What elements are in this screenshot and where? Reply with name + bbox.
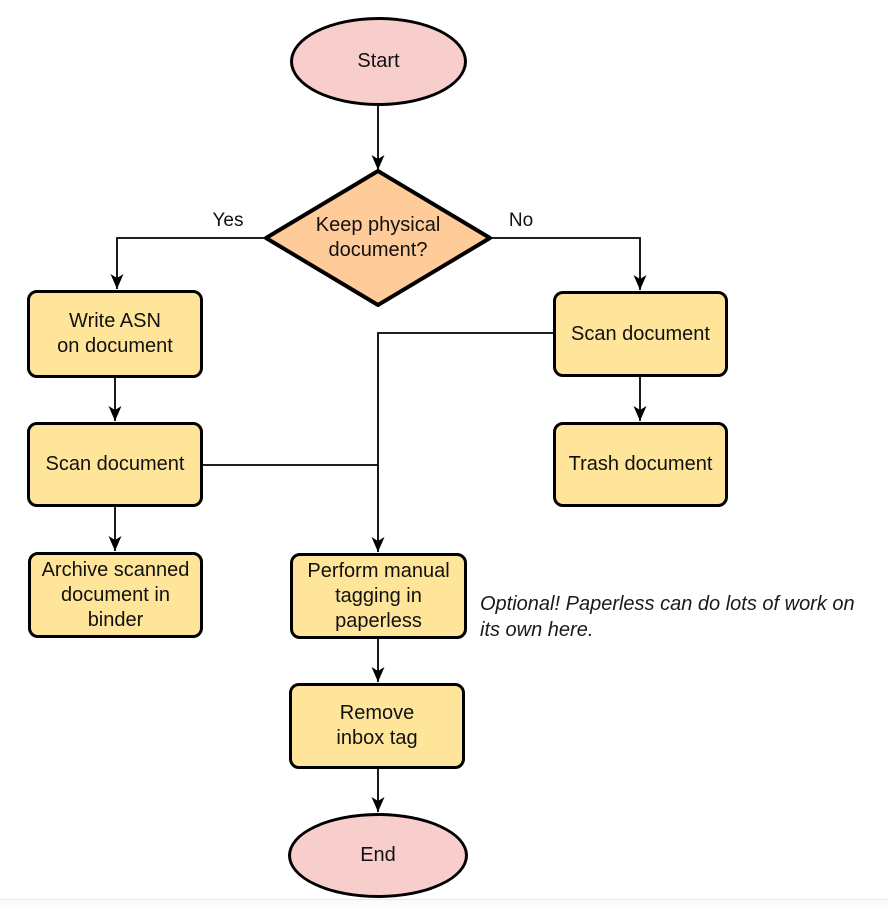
write-asn-label: Write ASN on document	[57, 310, 173, 357]
manual-tagging-node: Perform manual tagging in paperless	[290, 553, 467, 639]
start-node: Start	[290, 17, 467, 106]
scan-document-right-label: Scan document	[571, 322, 710, 345]
archive-label: Archive scanned document in binder	[41, 558, 190, 631]
scan-document-right-node: Scan document	[553, 291, 728, 377]
optional-annotation: Optional! Paperless can do lots of work …	[480, 593, 855, 641]
bottom-edge-strip	[0, 900, 888, 907]
start-label: Start	[357, 50, 400, 72]
archive-node: Archive scanned document in binder	[28, 552, 203, 638]
edge-scanright-to-tagging	[371, 332, 553, 552]
trash-document-node: Trash document	[553, 422, 728, 507]
remove-inbox-tag-label: Remove inbox tag	[336, 702, 418, 749]
edge-decision-yes	[110, 237, 266, 289]
bottom-edge-line	[0, 899, 888, 900]
end-node: End	[288, 813, 468, 898]
edge-decision-no	[490, 237, 647, 290]
end-label: End	[360, 844, 396, 866]
edge-label-no: No	[506, 210, 536, 232]
scan-document-left-node: Scan document	[27, 422, 203, 507]
manual-tagging-label: Perform manual tagging in paperless	[307, 559, 450, 632]
remove-inbox-tag-node: Remove inbox tag	[289, 683, 465, 769]
trash-document-label: Trash document	[568, 453, 713, 475]
scan-document-left-label: Scan document	[45, 453, 185, 475]
decision-node: Keep physical document?	[262, 167, 494, 309]
decision-label: Keep physical document?	[315, 214, 441, 261]
diamond-shape	[264, 169, 492, 307]
write-asn-node: Write ASN on document	[27, 290, 203, 378]
edge-label-yes: Yes	[210, 210, 246, 232]
